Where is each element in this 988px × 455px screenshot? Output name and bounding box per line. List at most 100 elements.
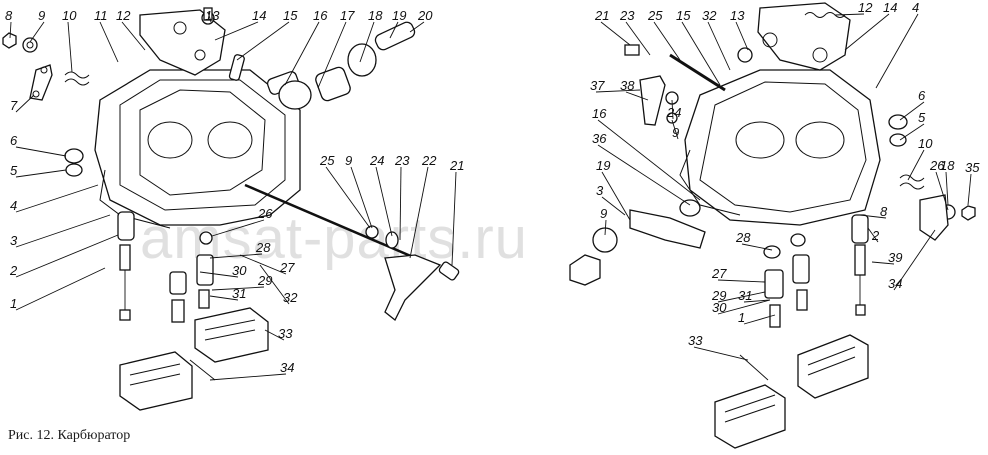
right-leader-9 (671, 119, 679, 140)
right-leader-24 (671, 99, 674, 120)
right-leader-15 (681, 21, 721, 86)
right-leader-12 (834, 13, 865, 16)
left-leader-14 (214, 21, 259, 41)
right-callout-2: 2 (871, 228, 880, 243)
right-callout-3: 3 (596, 183, 604, 198)
right-leader-27 (717, 279, 766, 283)
right-callout-37: 37 (590, 78, 605, 93)
right-callout-16: 16 (592, 106, 607, 121)
right-callout-14: 14 (883, 0, 897, 15)
left-leader-29 (211, 286, 265, 291)
left-callout-9: 9 (345, 153, 352, 168)
right-callout-35: 35 (965, 160, 980, 175)
left-leader-7 (15, 94, 35, 113)
right-leader-6 (899, 101, 925, 121)
left-callout-8: 8 (5, 8, 13, 23)
left-leader-30 (199, 271, 239, 278)
right-leader-4 (875, 13, 919, 89)
left-callout-27: 27 (279, 260, 295, 275)
left-callout-19: 19 (392, 8, 406, 23)
left-callout-24: 24 (369, 153, 384, 168)
left-leader-13 (207, 11, 212, 23)
right-callout-8: 8 (880, 204, 888, 219)
left-leader-23 (399, 166, 402, 241)
left-leader-31 (209, 295, 239, 301)
right-leader-31 (743, 299, 771, 303)
left-leader-28 (209, 253, 263, 259)
right-leader-32 (707, 21, 731, 71)
right-leader-30 (717, 299, 771, 315)
left-leader-11 (99, 21, 119, 63)
figure-caption: Рис. 12. Карбюратор (8, 428, 131, 443)
carburetor-body-right (684, 69, 881, 226)
right-callout-28: 28 (735, 230, 751, 245)
left-callout-16: 16 (313, 8, 328, 23)
left-leader-22 (409, 166, 429, 259)
right-callout-21: 21 (594, 8, 609, 23)
right-callout-38: 38 (620, 78, 635, 93)
left-callout-22: 22 (421, 153, 437, 168)
right-assembly (569, 2, 976, 449)
right-leader-26 (935, 171, 949, 211)
left-callout-28: 28 (255, 240, 271, 255)
right-leader-38 (625, 91, 649, 101)
right-callout-15: 15 (676, 8, 691, 23)
left-callout-33: 33 (278, 326, 293, 341)
left-callout-11: 11 (94, 8, 108, 23)
right-callout-24: 24 (666, 105, 681, 120)
left-callout-14: 14 (252, 8, 266, 23)
float-right (797, 334, 869, 399)
right-leader-18 (945, 171, 949, 206)
right-callout-13: 13 (730, 8, 745, 23)
right-callout-26: 26 (929, 158, 945, 173)
right-leader-8 (859, 214, 887, 219)
right-callout-27: 27 (711, 266, 727, 281)
left-leader-18 (359, 21, 375, 63)
left-leader-8 (9, 21, 12, 39)
right-callout-30: 30 (712, 300, 727, 315)
choke-plate-right (757, 2, 851, 71)
left-callout-1: 1 (10, 296, 17, 311)
left-callout-31: 31 (232, 286, 246, 301)
right-leader-35 (967, 173, 972, 206)
left-leader-6 (15, 146, 67, 157)
right-leader-16 (597, 119, 701, 201)
right-callout-19: 19 (596, 158, 610, 173)
right-callout-12: 12 (858, 0, 873, 15)
left-leader-27 (239, 254, 287, 275)
left-leader-32 (259, 264, 290, 305)
right-leader-36 (597, 144, 691, 206)
left-callout-15: 15 (283, 8, 298, 23)
left-leader-9 (350, 166, 373, 229)
left-leader-20 (409, 21, 425, 33)
right-callout-9: 9 (600, 206, 607, 221)
left-callout-23: 23 (394, 153, 410, 168)
left-callout-32: 32 (283, 290, 298, 305)
left-callout-29: 29 (257, 273, 272, 288)
left-leader-34 (209, 373, 287, 381)
right-callout-29: 29 (711, 288, 726, 303)
left-leader-16 (284, 21, 320, 86)
left-callout-12: 12 (116, 8, 131, 23)
right-leader-3 (601, 196, 626, 216)
left-leader-24 (375, 166, 393, 237)
left-callout-6: 6 (10, 133, 18, 148)
left-leader-9 (29, 21, 45, 43)
left-callout-21: 21 (449, 158, 464, 173)
right-leader-23 (625, 21, 651, 56)
right-leader-13 (735, 21, 749, 51)
right-leader-37 (595, 89, 641, 93)
left-leader-19 (389, 21, 399, 39)
left-callout-34: 34 (280, 360, 294, 375)
left-leader-26 (211, 219, 265, 237)
right-callout-6: 6 (918, 88, 926, 103)
left-assembly (2, 7, 460, 411)
left-callout-9: 9 (38, 8, 45, 23)
left-leader-17 (317, 21, 347, 89)
left-leader-12 (121, 21, 146, 51)
left-leader-5 (15, 169, 67, 178)
right-callout-5: 5 (918, 110, 926, 125)
left-callout-25: 25 (319, 153, 335, 168)
